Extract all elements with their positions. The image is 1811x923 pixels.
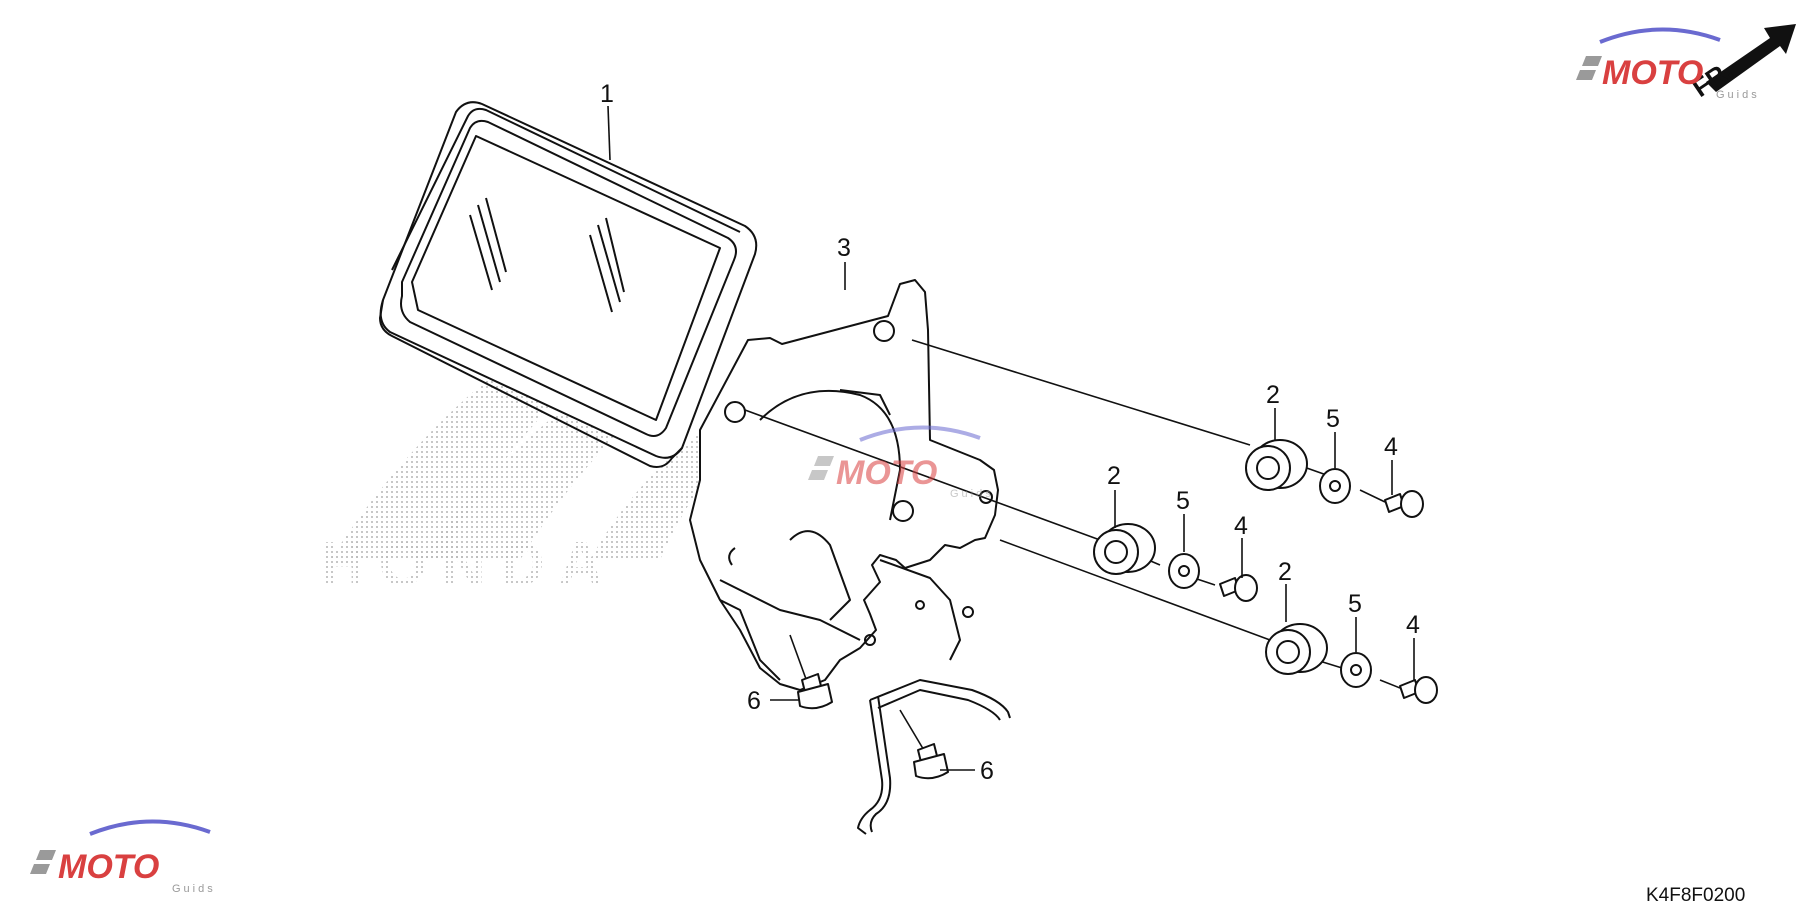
screw-2 — [1219, 574, 1258, 602]
screw-1 — [1384, 490, 1424, 518]
logo-main-top: MOTO — [1602, 54, 1703, 92]
callout-6-left: 6 — [747, 687, 761, 715]
callout-5-lower: 5 — [1348, 590, 1362, 618]
callout-labels: 1 3 2 2 2 5 5 5 4 4 4 6 6 — [600, 80, 1420, 785]
washer-1 — [1319, 468, 1351, 504]
callout-2-lower: 2 — [1278, 558, 1292, 586]
callout-2-middle: 2 — [1107, 462, 1121, 490]
moto-guids-logo-top: MOTO Guids — [1576, 27, 1760, 101]
logo-main-bottom: MOTO — [58, 848, 159, 886]
callout-1: 1 — [600, 80, 614, 108]
callout-5-upper: 5 — [1326, 405, 1340, 433]
grommet-3 — [1265, 623, 1328, 675]
callout-leaders — [607, 105, 1415, 771]
bolt-2 — [913, 743, 949, 780]
washer-3 — [1340, 652, 1372, 688]
callout-3: 3 — [837, 234, 851, 262]
wire-stay-part — [857, 679, 1011, 835]
grommet-1 — [1245, 439, 1308, 491]
callout-2-upper: 2 — [1266, 381, 1280, 409]
callout-4-lower: 4 — [1406, 611, 1420, 639]
callout-4-upper: 4 — [1384, 433, 1398, 461]
callout-6-right: 6 — [980, 757, 994, 785]
callout-4-middle: 4 — [1234, 512, 1248, 540]
callout-5-middle: 5 — [1176, 487, 1190, 515]
mounting-bracket-part — [689, 279, 999, 691]
diagram-code: K4F8F0200 — [1646, 885, 1745, 906]
grommet-2 — [1093, 523, 1156, 575]
display-panel-part — [379, 101, 758, 468]
logo-sub-bottom: Guids — [172, 883, 216, 895]
logo-sub-top: Guids — [1716, 89, 1760, 101]
watermark-text: HONDA — [320, 530, 617, 599]
moto-guids-logo-center: MOTO Guids — [808, 425, 994, 500]
logo-sub-center: Guids — [950, 488, 994, 500]
screw-3 — [1399, 676, 1438, 704]
washer-2 — [1168, 553, 1200, 589]
bolt-1 — [797, 673, 833, 710]
moto-guids-logo-bottom: MOTO Guids — [30, 819, 216, 895]
logo-main-center: MOTO — [836, 454, 937, 492]
